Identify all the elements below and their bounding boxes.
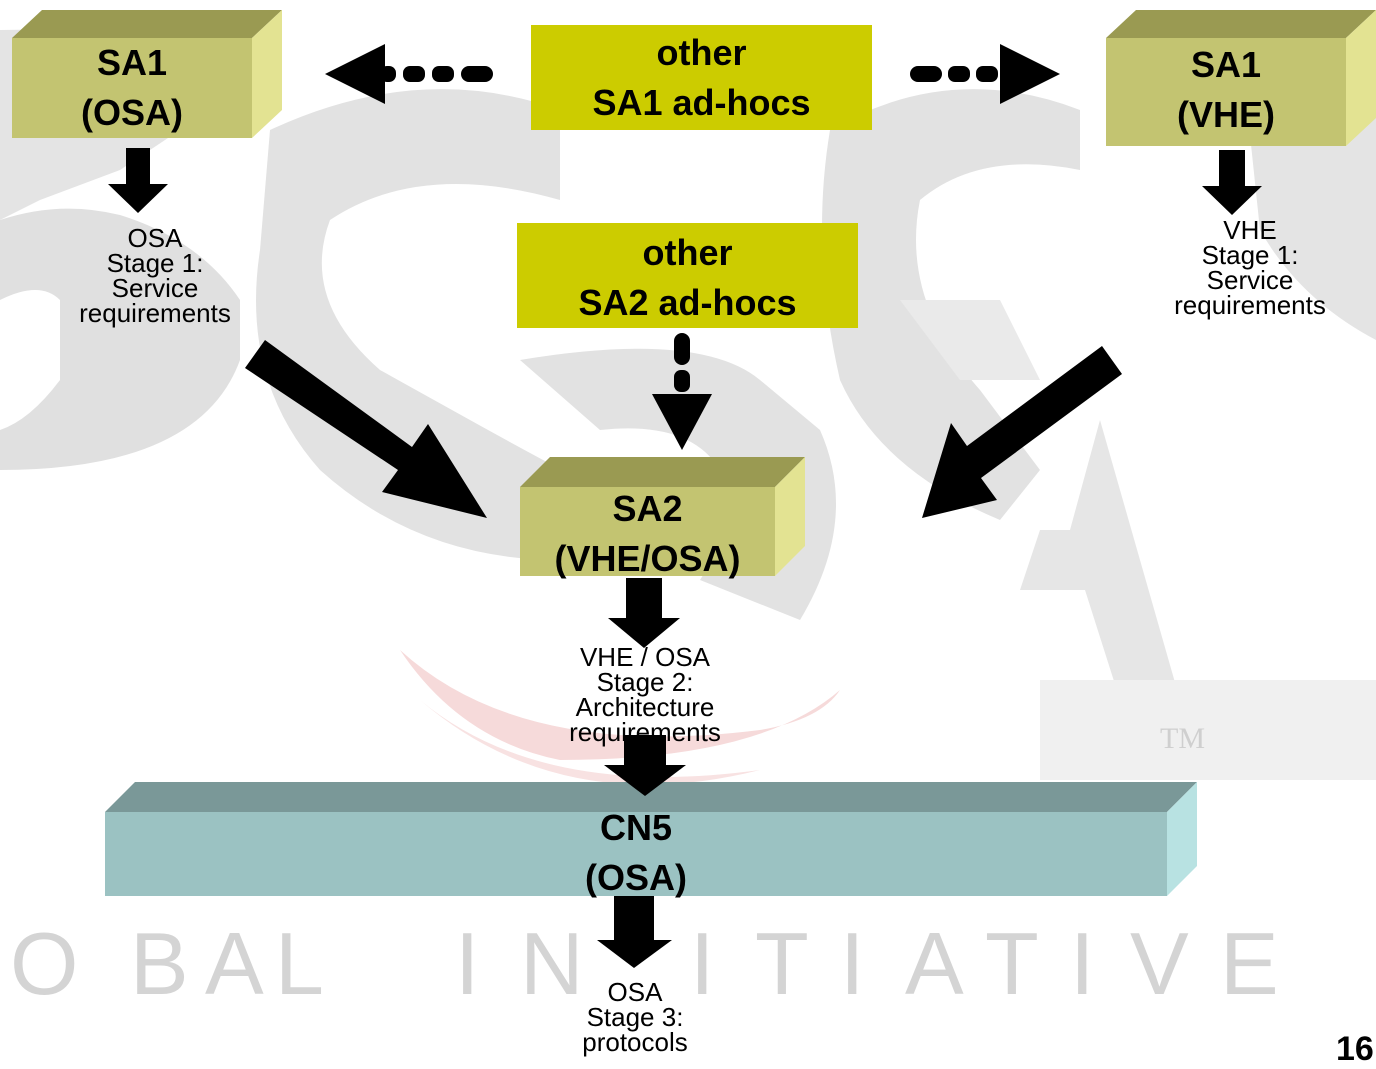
caption-line: requirements <box>569 717 721 747</box>
other-sa1-title: other <box>656 32 747 73</box>
caption-line: VHE <box>1223 215 1277 245</box>
osa-stage1-caption: OSA Stage 1: Service requirements <box>40 223 270 328</box>
watermark-letter: A <box>905 914 964 1013</box>
caption-line: OSA <box>607 977 663 1007</box>
other-sa1-box: other SA1 ad-hocs <box>531 28 872 128</box>
caption-line: requirements <box>1174 290 1326 320</box>
sa2-box: SA2 (VHE/OSA) <box>505 484 790 584</box>
dashed-arrow-left-icon <box>325 44 493 104</box>
diagonal-arrow-right-icon <box>922 346 1122 518</box>
sa1-osa-box: SA1 (OSA) <box>12 38 252 138</box>
other-sa1-subtitle: SA1 ad-hocs <box>592 82 811 123</box>
stage3-caption: OSA Stage 3: protocols <box>540 977 730 1057</box>
caption-line: protocols <box>582 1027 688 1057</box>
sa1-vhe-subtitle: (VHE) <box>1177 94 1275 135</box>
watermark-letter: T <box>755 914 809 1013</box>
arrow-down-sa2-icon <box>608 578 680 648</box>
watermark-letter: I <box>1070 914 1095 1013</box>
watermark-letter: I <box>840 914 865 1013</box>
dashed-arrow-right-icon <box>910 44 1060 104</box>
sa2-box-shape <box>520 457 805 576</box>
cn5-box: CN5 (OSA) <box>105 803 1167 903</box>
arrow-down-stage2-icon <box>604 735 686 796</box>
sa1-osa-title: SA1 <box>96 42 168 83</box>
watermark-letter: O <box>10 914 79 1013</box>
cn5-title: CN5 <box>599 807 673 848</box>
caption-line: Stage 1: <box>1201 240 1299 270</box>
arrow-down-cn5-icon <box>597 896 672 968</box>
other-sa2-title: other <box>642 232 733 273</box>
caption-line: VHE / OSA <box>579 642 711 672</box>
watermark-letter: E <box>1220 914 1279 1013</box>
sa1-osa-subtitle: (OSA) <box>81 92 183 133</box>
arrows <box>108 44 1262 968</box>
watermark-letter: I <box>690 914 715 1013</box>
other-sa2-subtitle: SA2 ad-hocs <box>578 282 797 323</box>
caption-line: Architecture <box>575 692 715 722</box>
vhe-stage1-caption: VHE Stage 1: Service requirements <box>1135 215 1365 320</box>
dashed-arrow-down-icon <box>652 333 712 450</box>
sa1-osa-box-shape <box>12 10 282 138</box>
sa2-subtitle: (VHE/OSA) <box>554 538 741 579</box>
diagonal-arrow-left-icon <box>245 340 487 518</box>
watermark-letter: A <box>205 914 264 1013</box>
caption-line: OSA <box>127 223 183 253</box>
caption-line: Stage 1: <box>106 248 204 278</box>
watermark-letter: L <box>275 914 324 1013</box>
caption-line: Service <box>111 273 199 303</box>
sa2-title: SA2 <box>612 488 683 529</box>
other-sa2-box: other SA2 ad-hocs <box>517 228 858 328</box>
watermark-letter: V <box>1130 914 1189 1013</box>
arrow-down-osa-icon <box>108 148 168 213</box>
arrow-down-vhe-icon <box>1202 150 1262 215</box>
caption-line: Stage 3: <box>586 1002 684 1032</box>
cn5-box-shape <box>105 782 1197 896</box>
other-sa1-box-shape <box>531 25 872 130</box>
watermark-letter: I <box>455 914 480 1013</box>
caption-line: requirements <box>79 298 231 328</box>
stage2-caption: VHE / OSA Stage 2: Architecture requirem… <box>520 642 770 747</box>
sa1-vhe-box-shape <box>1106 10 1376 146</box>
watermark-letter: T <box>985 914 1039 1013</box>
page-number: 16 <box>1336 1030 1374 1068</box>
caption-line: Service <box>1206 265 1294 295</box>
watermark-letter: B <box>130 914 189 1013</box>
cn5-subtitle: (OSA) <box>585 857 687 898</box>
watermark-letter: N <box>520 914 584 1013</box>
watermark-logo <box>0 28 1376 785</box>
caption-line: Stage 2: <box>596 667 694 697</box>
watermark-tm: TM <box>1160 722 1205 755</box>
sa1-vhe-box: SA1 (VHE) <box>1106 40 1346 140</box>
other-sa2-box-shape <box>517 223 858 328</box>
sa1-vhe-title: SA1 <box>1190 44 1262 85</box>
